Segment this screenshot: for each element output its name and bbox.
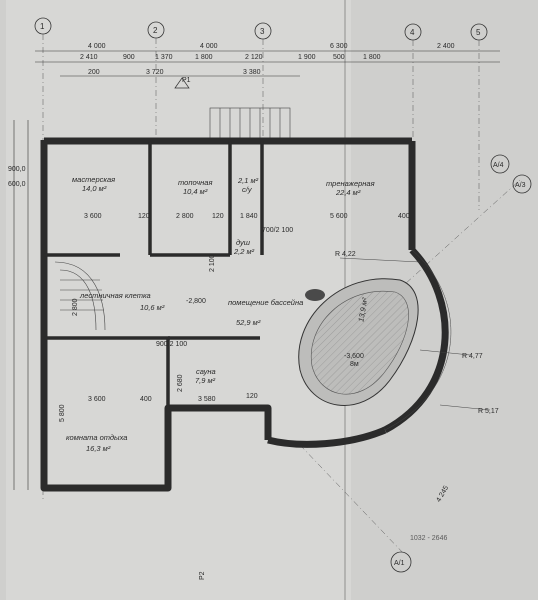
section-arrow-icon (174, 77, 190, 89)
dim-top-4: 2 400 (437, 43, 455, 50)
axis-label-a4: А/4 (493, 162, 504, 169)
room-rest-name: комната отдыха (66, 433, 127, 442)
radius-3: R 5,17 (478, 408, 499, 415)
room-sauna-name: сауна (196, 367, 216, 376)
dimension-lines (13, 50, 500, 490)
dim-400-b: 400 (140, 396, 152, 403)
room-stair-area: 10,6 м² (140, 303, 165, 312)
pool-level: -3,600 (344, 353, 364, 360)
axis-label-3: 3 (260, 27, 265, 36)
dim-left-900: 900,0 (8, 166, 26, 173)
dim-2680: 2 680 (177, 374, 184, 392)
dim-3600-a: 3 600 (84, 213, 102, 220)
dim-top-1: 4 000 (88, 43, 106, 50)
dim-top-2: 4 000 (200, 43, 218, 50)
section-marker-1: Р1 (182, 77, 191, 84)
room-shower-name: душ (236, 238, 251, 247)
dim-2800-b: 2 800 (72, 298, 79, 316)
dim-top2-1: 2 410 (80, 54, 98, 61)
room-gym-name: тренажерная (326, 179, 375, 188)
dim-top2-8: 1 800 (363, 54, 381, 61)
room-workshop-name: мастерская (72, 175, 115, 184)
axis-label-1: 1 (40, 22, 45, 31)
radius-lines (339, 249, 491, 431)
dim-400-a: 400 (398, 213, 410, 220)
dim-2100: 2 100 (209, 254, 216, 272)
dim-top2-2: 900 (123, 54, 135, 61)
room-stair-name: лестничная клетка (79, 291, 151, 300)
walls (40, 137, 449, 492)
radius-2: R 4,77 (462, 353, 483, 360)
dim-2800-a: 2 800 (176, 213, 194, 220)
dim-top2-6: 1 900 (298, 54, 316, 61)
radius-1: R 4,22 (335, 251, 356, 258)
axis-label-5: 5 (476, 28, 481, 37)
watermark-number: 1032 - 2646 (410, 535, 447, 542)
dim-top2-4: 1 800 (195, 54, 213, 61)
dim-top2-3: 1 370 (155, 54, 173, 61)
dim-5600: 5 600 (330, 213, 348, 220)
room-sauna-area: 7,9 м² (195, 376, 216, 385)
room-furnace-name: топочная (178, 178, 212, 187)
inner-walls (44, 141, 264, 410)
axis-label-a3: А/3 (515, 182, 526, 189)
dim-120-a: 120 (138, 213, 150, 220)
internal-stair (54, 261, 106, 331)
room-wc-area: 2,1 м² (237, 176, 259, 185)
room-wc-name: с/у (242, 185, 253, 194)
dim-top2-7: 500 (333, 54, 345, 61)
dim-top3-1: 200 (88, 69, 100, 76)
dim-3600-b: 3 600 (88, 396, 106, 403)
pool (298, 278, 419, 406)
dim-120-c: 120 (246, 393, 258, 400)
dim-top-3: 6 300 (330, 43, 348, 50)
dim-top3-2: 3 720 (146, 69, 164, 76)
dim-door-1: 900/2 100 (156, 341, 187, 348)
axis-lines (42, 34, 521, 556)
section-marker-2: Р2 (199, 571, 206, 580)
room-gym-area: 22,4 м² (335, 188, 361, 197)
room-shower-area: 2,2 м² (233, 247, 255, 256)
dim-top2-5: 2 120 (245, 54, 263, 61)
room-furnace-area: 10,4 м² (183, 187, 208, 196)
dim-5800: 5 800 (59, 404, 66, 422)
dim-door-2: 700/2 100 (262, 227, 293, 234)
dim-1840: 1 840 (240, 213, 258, 220)
dim-left-600: 600,0 (8, 181, 26, 188)
dim-120-b: 120 (212, 213, 224, 220)
room-pool-hall-area: 52,9 м² (236, 318, 261, 327)
dim-3580: 3 580 (198, 396, 216, 403)
level-mark: -2,800 (186, 298, 206, 305)
axis-label-a1: А/1 (394, 560, 405, 567)
dim-top3-3: 3 380 (243, 69, 261, 76)
axis-label-4: 4 (410, 28, 415, 37)
room-workshop-area: 14,0 м² (82, 184, 107, 193)
room-pool-hall-name: помещение бассейна (228, 298, 303, 307)
axis-label-2: 2 (153, 26, 158, 35)
room-rest-area: 16,3 м² (86, 444, 111, 453)
pool-area: 13,9 м² (356, 297, 369, 323)
pool-note: 8м (350, 361, 359, 368)
